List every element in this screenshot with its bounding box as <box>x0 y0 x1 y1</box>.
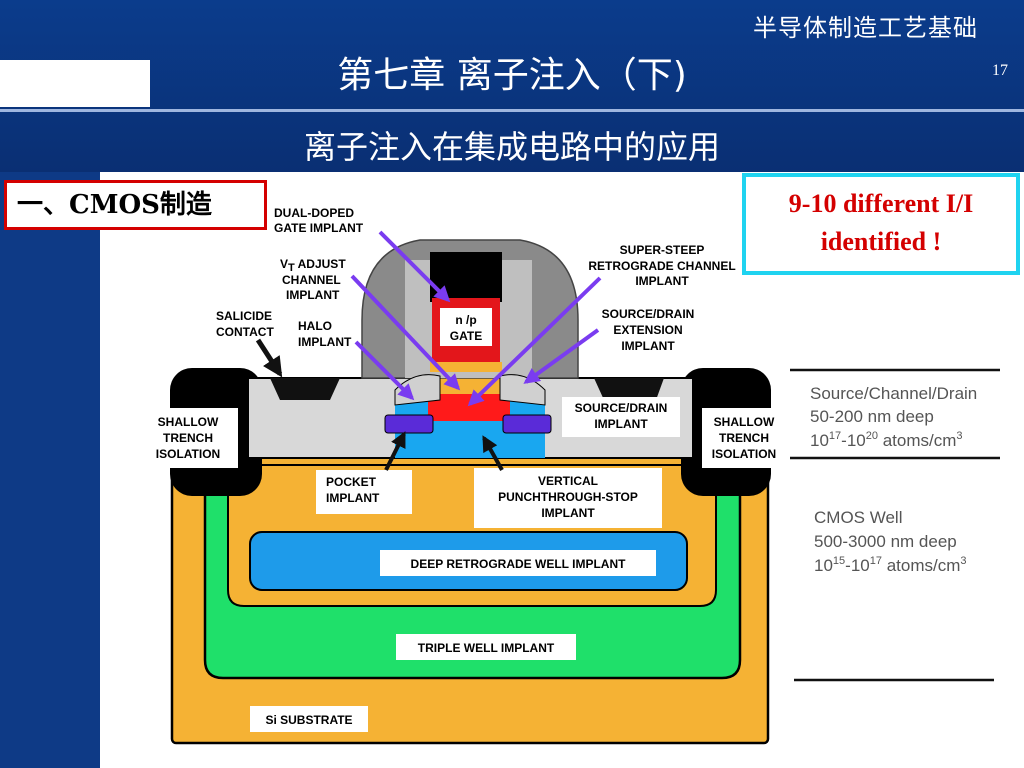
svg-text:RETROGRADE CHANNEL: RETROGRADE CHANNEL <box>588 259 735 273</box>
svg-text:500-3000 nm deep: 500-3000 nm deep <box>814 532 957 551</box>
label-super-steep: SUPER-STEEP RETROGRADE CHANNEL IMPLANT <box>588 243 735 288</box>
label-sti-right: SHALLOW TRENCH ISOLATION <box>702 408 784 468</box>
svg-text:IMPLANT: IMPLANT <box>326 491 380 505</box>
callout-line-1: 9-10 different I/I <box>788 189 974 218</box>
svg-text:PUNCHTHROUGH-STOP: PUNCHTHROUGH-STOP <box>498 490 638 504</box>
arrow-vertical-pt <box>482 435 504 471</box>
svg-text:TRIPLE WELL IMPLANT: TRIPLE WELL IMPLANT <box>418 641 555 655</box>
label-vt-adjust: VT ADJUST CHANNEL IMPLANT <box>280 257 346 302</box>
label-vertical-pt: VERTICAL PUNCHTHROUGH-STOP IMPLANT <box>474 468 662 528</box>
svg-text:IMPLANT: IMPLANT <box>298 335 352 349</box>
label-sd-extension: SOURCE/DRAIN EXTENSION IMPLANT <box>602 307 695 353</box>
arrow-vt-adjust <box>350 274 461 391</box>
note-source-channel-drain: Source/Channel/Drain 50-200 nm deep 1017… <box>810 384 977 450</box>
svg-text:HALO: HALO <box>298 319 332 333</box>
label-halo: HALO IMPLANT <box>298 319 352 349</box>
logo-placeholder <box>0 60 150 107</box>
label-gate: n /p GATE <box>450 313 482 343</box>
label-triple-well: TRIPLE WELL IMPLANT <box>396 634 576 660</box>
svg-text:SHALLOW: SHALLOW <box>714 415 775 429</box>
svg-text:Source/Channel/Drain: Source/Channel/Drain <box>810 384 977 403</box>
svg-text:n /p: n /p <box>455 313 476 327</box>
svg-text:POCKET: POCKET <box>326 475 377 489</box>
arrow-sd-extension <box>523 328 600 384</box>
label-pocket: POCKET IMPLANT <box>316 470 412 514</box>
page-number: 17 <box>992 62 1008 79</box>
svg-text:SHALLOW: SHALLOW <box>158 415 219 429</box>
svg-text:IMPLANT: IMPLANT <box>594 417 648 431</box>
note-cmos-well: CMOS Well 500-3000 nm deep 1015-1017 ato… <box>814 508 967 575</box>
chapter-title: 第七章 离子注入（下) <box>337 55 687 96</box>
label-substrate: Si SUBSTRATE <box>250 706 368 732</box>
svg-text:SOURCE/DRAIN: SOURCE/DRAIN <box>575 401 668 415</box>
svg-text:50-200 nm deep: 50-200 nm deep <box>810 407 934 426</box>
pocket-right <box>502 414 552 434</box>
gate-label-box <box>440 308 492 346</box>
svg-text:1015-1017 atoms/cm3: 1015-1017 atoms/cm3 <box>814 555 967 575</box>
svg-text:IMPLANT: IMPLANT <box>621 339 675 353</box>
svg-text:1017-1020 atoms/cm3: 1017-1020 atoms/cm3 <box>810 430 963 450</box>
svg-text:Si SUBSTRATE: Si SUBSTRATE <box>265 713 352 727</box>
svg-text:TRENCH: TRENCH <box>163 431 213 445</box>
arrow-halo <box>354 340 415 401</box>
label-salicide: SALICIDE CONTACT <box>216 309 274 339</box>
callout-line-2: identified ! <box>820 227 942 256</box>
svg-text:SOURCE/DRAIN: SOURCE/DRAIN <box>602 307 695 321</box>
svg-text:VT ADJUST: VT ADJUST <box>280 257 346 274</box>
svg-text:DUAL-DOPED: DUAL-DOPED <box>274 206 354 220</box>
svg-text:GATE IMPLANT: GATE IMPLANT <box>274 221 364 235</box>
section-heading: 一、CMOS制造 <box>4 180 267 230</box>
slide-subtitle: 离子注入在集成电路中的应用 <box>303 128 720 166</box>
slide-header <box>0 0 1024 172</box>
svg-text:IMPLANT: IMPLANT <box>541 506 595 520</box>
label-deep-well: DEEP RETROGRADE WELL IMPLANT <box>380 550 656 576</box>
course-title: 半导体制造工艺基础 <box>753 14 978 42</box>
gate-oxide <box>430 362 502 372</box>
svg-text:CONTACT: CONTACT <box>216 325 274 339</box>
callout-box: 9-10 different I/I identified ! <box>742 173 1020 275</box>
svg-text:DEEP RETROGRADE WELL IMPLANT: DEEP RETROGRADE WELL IMPLANT <box>411 557 627 571</box>
arrow-dual-doped <box>378 230 451 303</box>
svg-text:IMPLANT: IMPLANT <box>635 274 689 288</box>
label-sti-left: SHALLOW TRENCH ISOLATION <box>142 408 238 468</box>
header-divider <box>0 109 1024 112</box>
label-source-drain: SOURCE/DRAIN IMPLANT <box>562 397 680 437</box>
svg-text:SALICIDE: SALICIDE <box>216 309 272 323</box>
salicide-left <box>270 378 340 400</box>
salicide-right <box>594 378 664 400</box>
svg-text:TRENCH: TRENCH <box>719 431 769 445</box>
arrow-salicide <box>255 338 283 378</box>
svg-text:CHANNEL: CHANNEL <box>282 273 341 287</box>
svg-text:CMOS Well: CMOS Well <box>814 508 902 527</box>
arrow-super-steep <box>467 276 602 407</box>
svg-text:IMPLANT: IMPLANT <box>286 288 340 302</box>
svg-text:SUPER-STEEP: SUPER-STEEP <box>620 243 705 257</box>
svg-text:ISOLATION: ISOLATION <box>712 447 776 461</box>
arrow-pocket <box>384 431 406 471</box>
svg-text:EXTENSION: EXTENSION <box>613 323 682 337</box>
pocket-left <box>384 414 434 434</box>
label-dual-doped: DUAL-DOPED GATE IMPLANT <box>271 203 383 237</box>
svg-text:VERTICAL: VERTICAL <box>538 474 598 488</box>
svg-text:ISOLATION: ISOLATION <box>156 447 220 461</box>
svg-text:GATE: GATE <box>450 329 482 343</box>
